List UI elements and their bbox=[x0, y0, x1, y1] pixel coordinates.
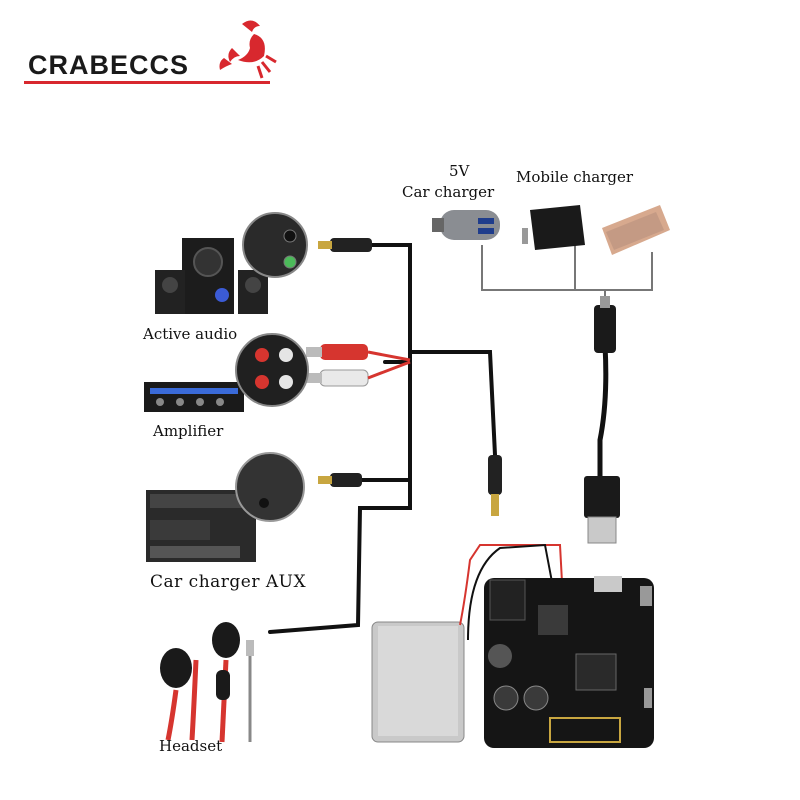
amplifier-device bbox=[144, 333, 309, 412]
wall-charger-device bbox=[522, 205, 585, 250]
headset-device bbox=[160, 622, 254, 743]
car-charger-device bbox=[432, 210, 500, 240]
rca-plugs bbox=[306, 344, 411, 387]
label-active-audio: Active audio bbox=[143, 325, 238, 343]
usb-cable bbox=[584, 296, 620, 544]
crab-icon bbox=[219, 20, 277, 79]
charger-lines bbox=[481, 245, 653, 310]
label-5v: 5V bbox=[449, 162, 470, 180]
label-amplifier: Amplifier bbox=[153, 422, 224, 440]
label-car-charger: Car charger bbox=[402, 183, 495, 201]
label-mobile-charger: Mobile charger bbox=[516, 168, 634, 186]
brand-name: CRABECCS bbox=[28, 50, 190, 80]
power-bank-device bbox=[602, 205, 670, 255]
brand-logo: CRABECCS bbox=[24, 10, 277, 90]
battery-pack bbox=[371, 543, 563, 743]
audio-wires bbox=[268, 243, 497, 634]
jack-plugs bbox=[318, 238, 502, 516]
active-audio-speakers bbox=[155, 212, 308, 314]
label-car-charger-aux: Car charger AUX bbox=[150, 572, 307, 592]
bluetooth-board bbox=[484, 576, 654, 748]
logo-underline bbox=[24, 81, 270, 84]
label-headset: Headset bbox=[159, 737, 223, 755]
car-aux-panel bbox=[146, 452, 305, 562]
